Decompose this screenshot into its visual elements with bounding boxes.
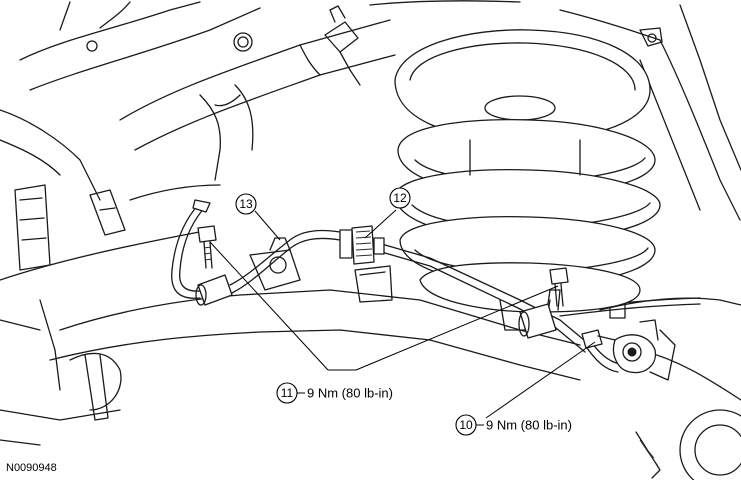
callout-13: 13 <box>235 193 281 241</box>
bolt-right <box>549 267 569 307</box>
callout-10: 10 9 Nm (80 lb-in) <box>455 341 596 436</box>
callout-12-number: 12 <box>393 191 407 205</box>
callout-11: 11 9 Nm (80 lb-in) <box>209 241 559 404</box>
figure-id: N0090948 <box>6 462 57 474</box>
callout-12: 12 <box>364 187 411 239</box>
callout-10-number: 10 <box>459 418 473 432</box>
callout-11-torque: 9 Nm (80 lb-in) <box>307 386 393 401</box>
callout-11-number: 11 <box>281 386 294 400</box>
bolt-sensor <box>581 329 616 349</box>
coil-spring <box>394 29 661 331</box>
callout-10-torque: 9 Nm (80 lb-in) <box>486 418 572 433</box>
callout-13-number: 13 <box>239 197 253 211</box>
bolt-left <box>197 225 217 269</box>
